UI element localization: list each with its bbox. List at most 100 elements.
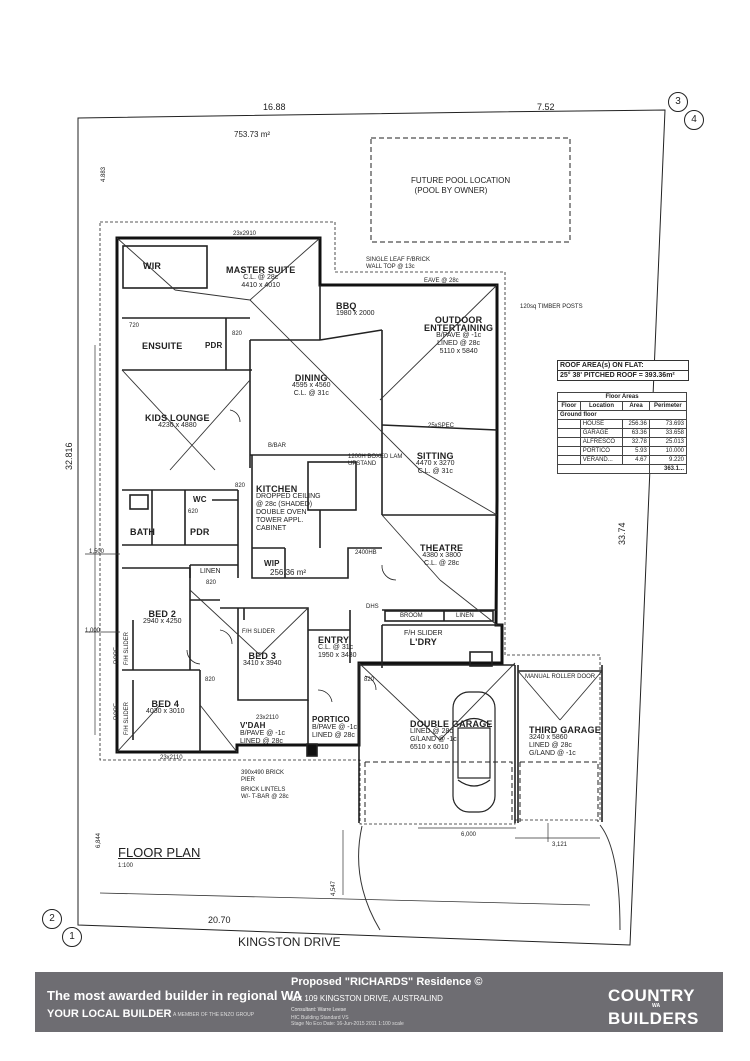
cell: GARAGE [579,428,624,438]
room-broom: BROOM [400,613,423,619]
note-dhs: DHS [366,604,379,610]
note-820-master: 820 [232,331,243,337]
room-bath: BATH [130,527,156,537]
room-verandah: V'DAH B/PAVE @ -1c LINED @ 28c [240,721,285,746]
room-bed-3: BED 3 3410 x 3940 [243,651,282,668]
note-eave: EAVE @ 28c [424,278,459,284]
note-23x2110-b: 23x2110 [160,755,183,761]
header-area: Area [622,401,650,411]
note-820-linen: 820 [206,580,217,586]
north-point-icon: 3 [668,92,688,112]
note-wall: SINGLE LEAF F/BRICK [366,257,431,263]
dim-top-left: 16.88 [263,102,286,112]
header-perimeter: Perimeter [648,401,688,411]
dim-setback-top: 4.883 [101,166,107,182]
room-bbq: BBQ 1980 x 2000 [336,301,375,318]
room-kitchen: KITCHEN DROPPED CEILING @ 28c (SHADED) D… [256,484,321,533]
cell: 4.67 [622,455,650,465]
note-820-garage: 820 [364,677,375,683]
title-block: The most awarded builder in regional WA … [35,972,723,1032]
south-point-icon: 2 [42,909,62,929]
room-entry: ENTRY C.L. @ 31c 1950 x 3430 [318,635,357,660]
local-builder: YOUR LOCAL BUILDER [47,1008,172,1020]
room-dining: DINING 4595 x 4560 C.L. @ 31c [292,373,331,398]
group-label: Ground floor [557,410,687,420]
room-double-garage: DOUBLE GARAGE LINED @ 28c G/LAND @ -1c 6… [410,719,493,752]
pool-label: FUTURE POOL LOCATION (POOL BY OWNER) [411,176,511,195]
dim-front-6844: 6,844 [96,832,102,848]
member-note: A MEMBER OF THE ENZO GROUP [173,1012,255,1018]
room-portico: PORTICO B/PAVE @ -1c LINED @ 28c [312,715,357,740]
note-2400hb: 2400HB [355,550,377,556]
house-area: 256.36 m² [270,568,307,577]
room-wip: WIP [264,559,280,568]
note-fh-slider-bed4: F/H SLIDER [124,701,130,735]
note-620: 620 [188,509,199,515]
room-linen-2: LINEN [456,613,474,619]
room-bed-2: BED 2 2940 x 4250 [143,609,182,626]
lot-boundary [77,109,666,946]
drawing-info-1: HIC Building Standard VS [291,1015,349,1021]
room-laundry: F/H SLIDER L'DRY [404,630,443,647]
cell [557,437,581,447]
room-bed-4: BED 4 4030 x 3010 [146,699,185,716]
note-robe-bed4: ROBE [114,702,120,720]
cell [557,419,581,429]
site-area: 753.73 m² [234,130,271,139]
south-point-icon-b: 1 [62,927,82,947]
dim-bottom: 20.70 [208,915,231,925]
consultant: Consultant: Warre Leese [291,1007,347,1013]
project-address: Lot 109 KINGSTON DRIVE, AUSTRALIND [291,994,443,1003]
cell [557,446,581,456]
tagline: The most awarded builder in regional WA [47,988,302,1003]
note-23x2910: 23x2910 [233,231,257,237]
eave-line [99,221,601,825]
plan-title: FLOOR PLAN [118,845,201,860]
cell: 63.36 [622,428,650,438]
floor-areas-title: Floor Areas [557,392,687,402]
note-pier-2: PIER [241,777,256,783]
logo-word-1: COUNTRY [608,986,695,1005]
cell: 9.220 [648,455,688,465]
driveway [358,824,621,931]
room-sitting: SITTING 4470 x 3270 C.L. @ 31c [416,451,455,476]
north-point-icon-b: 4 [684,110,704,130]
note-posts: 120sq TIMBER POSTS [520,304,583,310]
cell: 32.78 [622,437,650,447]
dim-right: 33.74 [617,522,627,545]
note-720: 720 [129,323,140,329]
dim-top-right: 7.52 [537,102,555,112]
roof-area-title: ROOF AREA(s) ON FLAT: [558,361,688,371]
floor-areas-table: Floor Areas Floor Location Area Perimete… [557,392,688,474]
note-upstand: UPSTAND [348,461,377,467]
note-spec: 25xSPEC [428,423,455,429]
note-23x2110: 23x2110 [256,715,279,721]
car-icon [452,691,496,813]
roof-area-box: ROOF AREA(s) ON FLAT: 25° 38' PITCHED RO… [557,360,689,381]
cell: 256.36 [622,419,650,429]
dim-front-4547: 4,547 [331,880,337,896]
room-pdr-2: PDR [190,527,210,537]
room-pdr-1: PDR [205,341,223,350]
room-master-suite: MASTER SUITE C.L. @ 28c 4410 x 4010 [226,265,296,290]
cell: 5.93 [622,446,650,456]
cell: PORTICO [579,446,624,456]
header-location: Location [579,401,624,411]
note-fh-slider-bed2: F/H SLIDER [124,631,130,665]
cell [557,428,581,438]
cell: 33.658 [648,428,688,438]
dim-left-1000: 1,000 [85,628,101,634]
header-floor: Floor [557,401,581,411]
note-bbar: B/BAR [268,443,287,449]
floor-areas-total: 363.1... [648,464,688,474]
note-robe-bed2: ROBE [114,646,120,664]
room-third-garage: THIRD GARAGE 3240 x 5860 LINED @ 28c G/L… [529,725,601,758]
room-kids-lounge: KIDS LOUNGE 4230 x 4880 [145,413,210,430]
project-title: Proposed "RICHARDS" Residence © [291,976,483,988]
